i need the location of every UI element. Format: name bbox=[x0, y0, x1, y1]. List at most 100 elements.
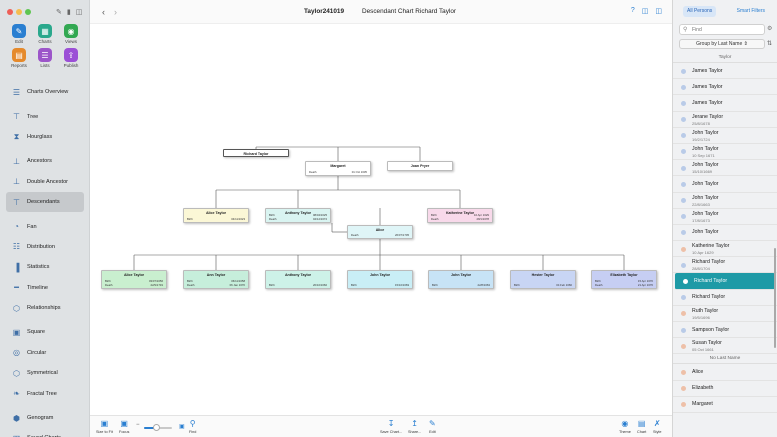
search-options-icon[interactable]: ⚙ bbox=[767, 26, 773, 32]
sort-icon[interactable]: ⇅ bbox=[767, 41, 773, 47]
tool-reports[interactable]: ▤Reports bbox=[6, 48, 32, 68]
theme-button[interactable]: ◉ Theme bbox=[619, 419, 631, 434]
sidebar-toggle-icon[interactable]: ◫ bbox=[641, 8, 649, 15]
find-field[interactable]: ⚲ bbox=[679, 24, 765, 35]
sidebar-item-statistics[interactable]: ▐Statistics bbox=[13, 262, 50, 272]
reports-icon: ▤ bbox=[12, 48, 26, 62]
persons-list-scrollbar[interactable] bbox=[774, 248, 776, 348]
window-zoom-button[interactable] bbox=[25, 9, 31, 15]
sidebar-item-circular[interactable]: ◎Circular bbox=[13, 348, 47, 358]
sidebar-item-symmetrical[interactable]: ⬡Symmetrical bbox=[13, 368, 58, 378]
sidebar-item-ancestors[interactable]: ⊥Ancestors bbox=[13, 156, 52, 166]
person-row[interactable]: Richard Taylor bbox=[675, 273, 775, 290]
help-icon[interactable]: ? bbox=[630, 7, 635, 14]
tool-edit[interactable]: ✎Edit bbox=[6, 24, 32, 44]
pencil-icon: ✎ bbox=[12, 24, 26, 38]
person-card[interactable]: Richard Taylor bbox=[223, 149, 289, 157]
sidebar-item-fractal-tree[interactable]: ❧Fractal Tree bbox=[13, 389, 57, 399]
search-icon: ⚲ bbox=[683, 27, 688, 33]
sidebar-item-double-ancestor[interactable]: ⊥Double Ancestor bbox=[13, 177, 69, 187]
zoom-in-icon[interactable]: ▣ bbox=[179, 424, 185, 430]
sidebar-item-square[interactable]: ▣Square bbox=[12, 327, 46, 337]
person-row[interactable]: Alice bbox=[673, 364, 777, 381]
pin-icon[interactable]: ✎ bbox=[56, 9, 62, 16]
card-name: Alice Taylor bbox=[123, 273, 145, 277]
person-row[interactable]: James Taylor bbox=[673, 79, 777, 96]
group-by-select[interactable]: Group by Last Name ⇕ bbox=[679, 39, 765, 49]
person-row[interactable]: Margaret bbox=[673, 397, 777, 413]
sidebar-item-charts-overview[interactable]: ☰Charts Overview bbox=[12, 87, 69, 97]
share-button[interactable]: ↥ Share... bbox=[408, 419, 422, 434]
card-name: John Taylor bbox=[450, 273, 472, 277]
person-name: John Taylor bbox=[692, 194, 719, 201]
person-row[interactable]: James Taylor bbox=[673, 95, 777, 112]
sidebar-item-descendants[interactable]: ⊤Descendants bbox=[6, 191, 84, 213]
person-row[interactable]: Elizabeth bbox=[673, 381, 777, 397]
inspector-toggle-icon[interactable]: ◫ bbox=[655, 8, 662, 15]
forward-chevron-icon[interactable]: › bbox=[114, 7, 117, 17]
style-button[interactable]: ✗ Style bbox=[653, 419, 662, 434]
tab-all-persons[interactable]: All Persons bbox=[683, 6, 717, 17]
find-input[interactable] bbox=[692, 26, 762, 34]
zoom-out-icon[interactable]: − bbox=[136, 422, 140, 428]
zoom-slider[interactable]: − bbox=[136, 422, 176, 432]
card-name: Ann Taylor bbox=[206, 273, 226, 277]
person-row[interactable]: John Taylor bbox=[673, 176, 777, 193]
find-button[interactable]: ⚲ Find bbox=[189, 419, 197, 434]
tool-charts[interactable]: ▦Charts bbox=[32, 24, 58, 44]
sidebar-item-saved-charts[interactable]: ▧Saved Charts0 Saved Charts bbox=[6, 428, 84, 437]
sidebar-item-genogram[interactable]: ⬢Genogram bbox=[13, 413, 54, 423]
tool-lists[interactable]: ☰Lists bbox=[32, 48, 58, 68]
person-row[interactable]: James Taylor bbox=[673, 63, 777, 80]
person-row[interactable]: Sampson Taylor bbox=[673, 322, 777, 339]
zoom-knob[interactable] bbox=[153, 424, 161, 431]
window-icon[interactable]: ◫ bbox=[75, 9, 83, 16]
sidebar-item-tree[interactable]: ⊤Tree bbox=[13, 112, 39, 122]
card-event-date: 08/04/1625 bbox=[313, 212, 327, 217]
window-minimize-button[interactable] bbox=[16, 9, 22, 15]
sidebar-item-timeline[interactable]: ━Timeline bbox=[6, 278, 84, 298]
sidebar-item-fan[interactable]: ◔Fan bbox=[6, 216, 84, 236]
chart-button[interactable]: ▤ Chart bbox=[637, 419, 647, 434]
focus-button[interactable]: ▣ Focus bbox=[119, 419, 130, 434]
person-row[interactable]: Richard Taylor bbox=[673, 290, 777, 306]
person-row[interactable]: John Taylor bbox=[673, 225, 777, 242]
card-name: Alice bbox=[375, 228, 385, 232]
tool-publish[interactable]: ⇪Publish bbox=[58, 48, 84, 68]
sidebar-item-relationships[interactable]: ⬡Relationships bbox=[13, 303, 61, 313]
person-card[interactable]: Joan Pryer bbox=[387, 161, 453, 171]
window-close-button[interactable] bbox=[7, 9, 13, 15]
back-chevron-icon[interactable]: ‹ bbox=[102, 7, 105, 17]
save-chart-button[interactable]: ↧ Save Chart... bbox=[380, 419, 403, 434]
tool-views[interactable]: ◉Views bbox=[58, 24, 84, 44]
bookmark-icon[interactable]: ▮ bbox=[66, 9, 71, 16]
sidebar-item-distribution[interactable]: ☷Distribution bbox=[12, 242, 55, 252]
tab-smart-filters[interactable]: Smart Filters bbox=[736, 8, 765, 14]
sidebar-item-hourglass[interactable]: ⧗Hourglass bbox=[13, 131, 53, 141]
edit-button[interactable]: ✎ Edit bbox=[429, 419, 436, 434]
size-to-fit-button[interactable]: ▣ Size to Fit bbox=[96, 419, 113, 434]
